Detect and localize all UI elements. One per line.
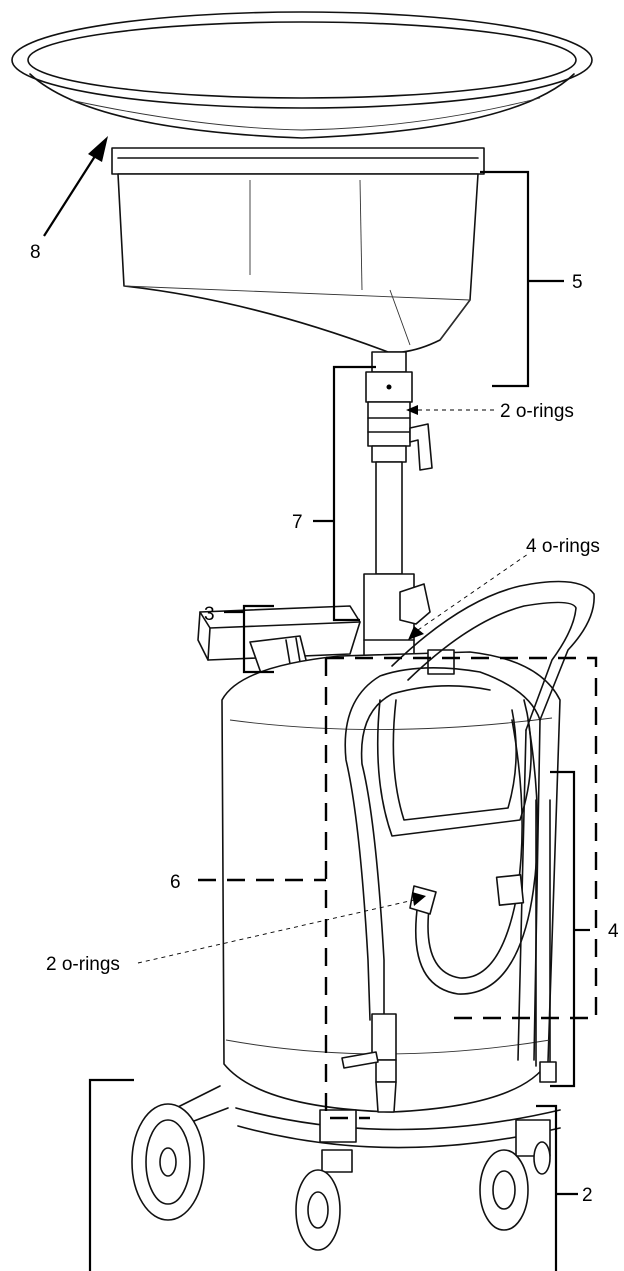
- callout-6: 6: [170, 872, 181, 893]
- lower-valve: [341, 1013, 557, 1113]
- callout-3: 3: [204, 604, 215, 625]
- drain-pan: [11, 11, 593, 139]
- hoses: [344, 667, 551, 1067]
- callout-orings-mid: 4 o-rings: [526, 536, 600, 557]
- callout-labels: 8 5 2 o-rings 7 4 o-rings 3 6 4 2 o-ring…: [30, 242, 619, 1206]
- callout-orings-low: 2 o-rings: [46, 954, 120, 975]
- callout-2: 2: [582, 1185, 593, 1206]
- extension-tube: [363, 351, 433, 665]
- base-wheels: [131, 1085, 561, 1251]
- handle: [391, 580, 595, 1061]
- storage-tank: [221, 649, 561, 1113]
- callout-7: 7: [292, 512, 303, 533]
- callout-lines: [43, 136, 598, 1271]
- callout-orings-top: 2 o-rings: [500, 401, 574, 422]
- callout-8: 8: [30, 242, 41, 263]
- callout-5: 5: [572, 272, 583, 293]
- drain-unit-illustration: [11, 11, 595, 1251]
- collector-bowl: [111, 147, 485, 353]
- callout-4: 4: [608, 921, 619, 942]
